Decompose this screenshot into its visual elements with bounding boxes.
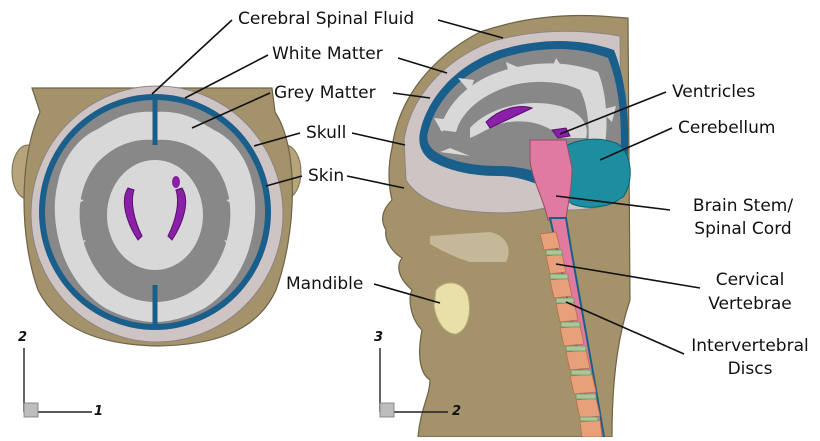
axis-left-horizontal-number: 1 [94,404,103,419]
label-cerebral-spinal-fluid: Cerebral Spinal Fluid [238,9,414,29]
label-white-matter: White Matter [272,44,383,64]
axis-right-vertical-number: 3 [374,330,383,345]
axial-ventricle-horn [172,176,180,188]
label-cervical-line2: Vertebrae [700,294,800,314]
axis-triad-left [24,348,92,417]
label-brain-stem-line2: Spinal Cord [680,219,806,239]
label-cerebellum: Cerebellum [678,118,775,138]
axis-right-horizontal-number: 2 [452,404,461,419]
axis-left-vertical-number: 2 [18,330,27,345]
label-skin: Skin [308,166,344,186]
label-discs-line1: Intervertebral [682,336,818,356]
label-skull: Skull [306,123,346,143]
label-discs-line2: Discs [682,359,818,379]
label-brain-stem-line1: Brain Stem/ [680,196,806,216]
axial-white-matter-core [107,160,203,270]
label-grey-matter: Grey Matter [274,83,376,103]
label-mandible: Mandible [286,274,363,294]
axial-head-view [12,86,301,346]
label-ventricles: Ventricles [672,82,755,102]
sagittal-head-view [383,16,631,437]
label-cervical-line1: Cervical [700,270,800,290]
leader-csf-axial [152,20,232,94]
